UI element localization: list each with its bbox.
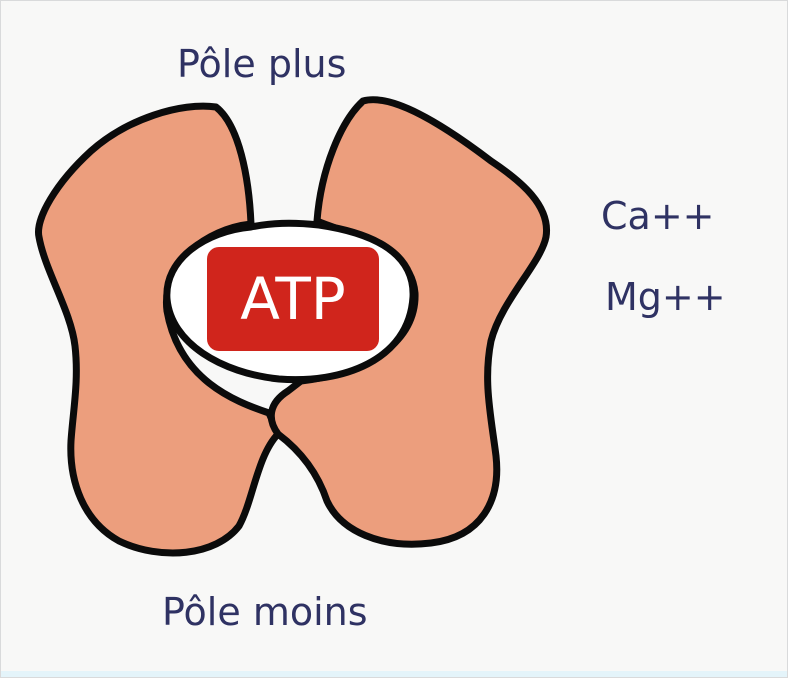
pole-plus-label: Pôle plus (177, 42, 347, 86)
pole-minus-label: Pôle moins (162, 590, 368, 634)
calcium-ion-label: Ca++ (601, 194, 715, 238)
bottom-edge-strip (1, 671, 787, 677)
atp-label: ATP (240, 265, 346, 333)
magnesium-ion-label: Mg++ (605, 275, 726, 319)
atp-box (207, 247, 379, 351)
